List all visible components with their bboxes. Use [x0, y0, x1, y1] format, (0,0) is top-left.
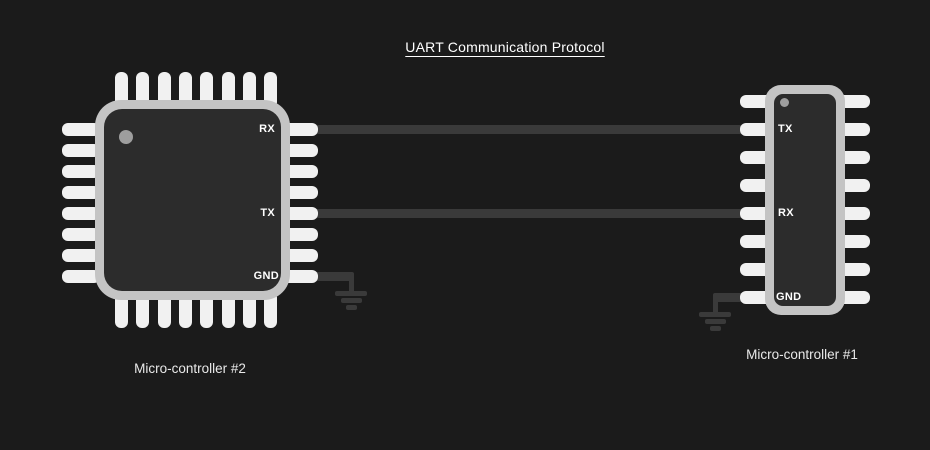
ground-symbol-right — [699, 297, 731, 331]
ground-symbol-left — [335, 276, 367, 310]
chip-pin — [178, 292, 192, 328]
pin-label-rx: RX — [259, 123, 275, 135]
ground-bar — [699, 312, 731, 317]
left-chip-caption: Micro-controller #2 — [134, 361, 246, 376]
right-chip-caption: Micro-controller #1 — [746, 347, 858, 362]
chip-pin — [221, 292, 235, 328]
wire-tx-to-rx — [305, 208, 755, 218]
wire-rx-to-tx — [305, 124, 755, 134]
ground-bar — [340, 298, 362, 303]
diagram-title: UART Communication Protocol — [405, 39, 605, 55]
chip-pin — [62, 206, 100, 220]
chip-pin — [157, 72, 171, 108]
chip-pin — [62, 122, 100, 136]
ground-bar — [345, 305, 357, 310]
pin-one-indicator-dot — [119, 130, 133, 144]
chip-pin — [62, 164, 100, 178]
right-chip-die — [774, 94, 836, 306]
pin-label-gnd: GND — [253, 270, 279, 282]
chip-pin — [200, 72, 214, 108]
chip-pin — [62, 143, 100, 157]
pin-one-indicator-dot — [780, 98, 789, 107]
right-chip-body: TX RX GND — [765, 85, 845, 315]
chip-pin — [178, 72, 192, 108]
ground-stem — [712, 297, 718, 314]
chip-pin — [242, 72, 256, 108]
ground-wire-left — [308, 271, 354, 281]
chip-pin — [264, 292, 278, 328]
ground-bar — [709, 326, 721, 331]
chip-pin — [62, 269, 100, 283]
right-chip: TX RX GND — [740, 78, 870, 328]
chip-pin — [115, 72, 128, 108]
ground-bar — [335, 291, 367, 296]
left-chip-die — [104, 109, 281, 291]
ground-wire-right — [713, 292, 745, 302]
chip-pin — [157, 292, 171, 328]
chip-pin — [136, 72, 150, 108]
chip-pin — [221, 72, 235, 108]
chip-pin — [62, 248, 100, 262]
ground-stem — [348, 276, 354, 293]
chip-pin — [62, 185, 100, 199]
chip-pin — [264, 72, 278, 108]
chip-pin — [62, 227, 100, 241]
chip-pin — [242, 292, 256, 328]
left-chip: RX TX GND — [62, 70, 318, 330]
pin-label-rx: RX — [778, 207, 794, 219]
pin-label-tx: TX — [778, 123, 793, 135]
ground-bar — [704, 319, 726, 324]
chip-pin — [136, 292, 150, 328]
pin-label-tx: TX — [260, 207, 275, 219]
chip-pin — [115, 292, 128, 328]
pin-label-gnd: GND — [776, 291, 802, 303]
left-chip-body: RX TX GND — [95, 100, 290, 300]
chip-pin — [200, 292, 214, 328]
